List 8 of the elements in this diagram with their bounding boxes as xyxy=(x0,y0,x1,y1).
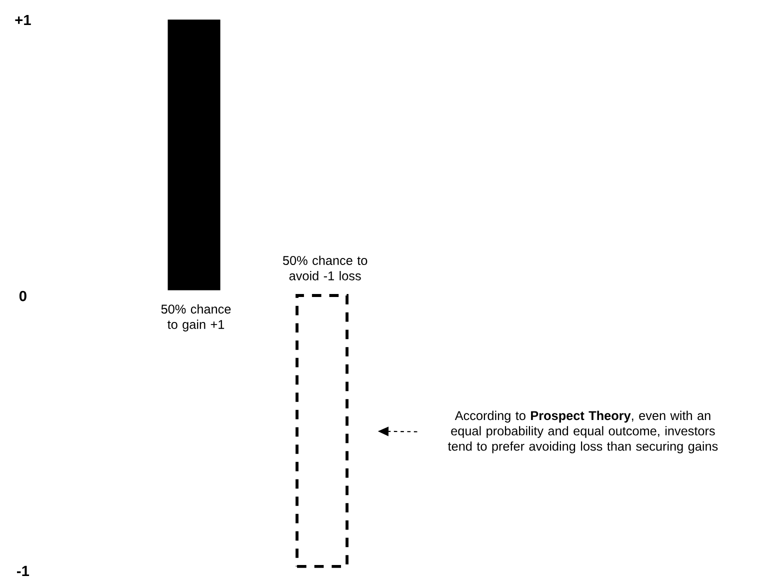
bar-caption: 50% chance to gain +1 xyxy=(161,304,231,332)
axis-label: -1 xyxy=(17,566,30,576)
annotation-text: According to Prospect Theory, even with an equal probability and equal outcome, investors tend to prefer avoiding loss than securing gains xyxy=(448,410,718,454)
bar-caption: 50% chance to avoid -1 loss xyxy=(283,256,368,280)
bar xyxy=(168,20,220,290)
dashed-box xyxy=(296,294,348,568)
axis-label: 0 xyxy=(19,290,26,302)
axis-label: +1 xyxy=(15,14,31,26)
